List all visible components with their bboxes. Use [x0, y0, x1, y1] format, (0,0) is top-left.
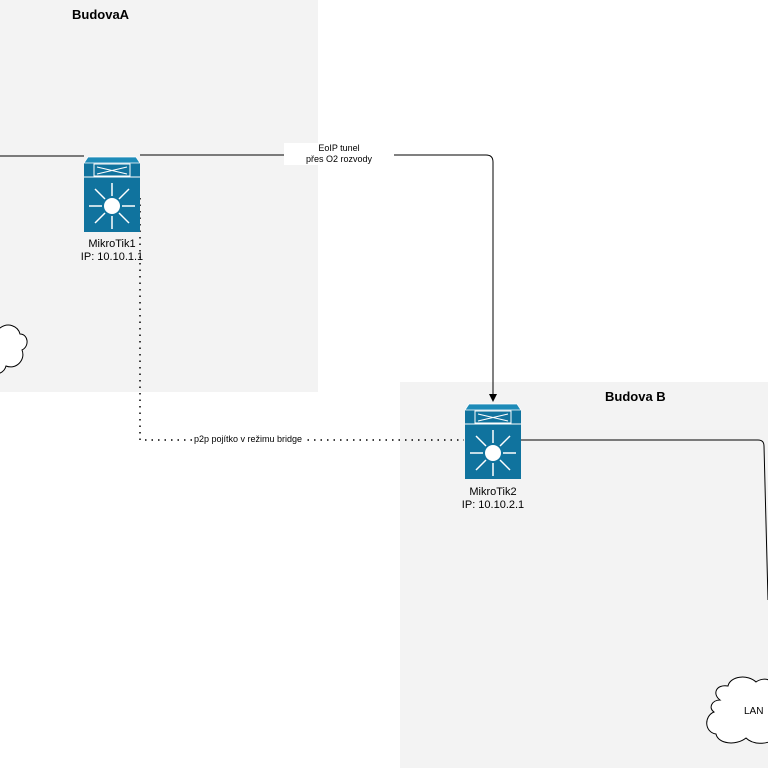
- p2p-bridge-label: p2p pojítko v režimu bridge: [192, 434, 305, 445]
- zone-a-title: BudovaA: [72, 7, 130, 22]
- eoip-tunnel-line: [140, 154, 497, 402]
- zone-budova-a: [0, 0, 318, 392]
- layer3-switch-icon: [84, 156, 140, 232]
- p2p-bridge-line: [139, 198, 464, 441]
- mikrotik2-name: MikroTik2: [469, 486, 517, 498]
- eoip-tunnel-label: EoIP tunel přes O2 rozvody: [284, 143, 394, 165]
- layer3-switch-icon: [465, 403, 521, 479]
- cloud-lan-label: LAN: [744, 706, 764, 717]
- mikrotik2-label: MikroTik2 IP: 10.10.2.1: [433, 486, 553, 512]
- mikrotik1-ip: IP: 10.10.1.1: [80, 251, 144, 263]
- mikrotik2-ip: IP: 10.10.2.1: [461, 499, 525, 511]
- lan-b-line: [521, 439, 768, 601]
- eoip-line1: EoIP tunel: [318, 143, 360, 153]
- cloud-lan-icon: [706, 676, 768, 744]
- eoip-line2: přes O2 rozvody: [305, 154, 373, 164]
- cloud-a-icon: [0, 324, 28, 374]
- zone-budova-b: [400, 382, 768, 768]
- zone-b-title: Budova B: [605, 389, 666, 404]
- mikrotik1-label: MikroTik1 IP: 10.10.1.1: [52, 238, 172, 264]
- mikrotik1-name: MikroTik1: [88, 238, 136, 250]
